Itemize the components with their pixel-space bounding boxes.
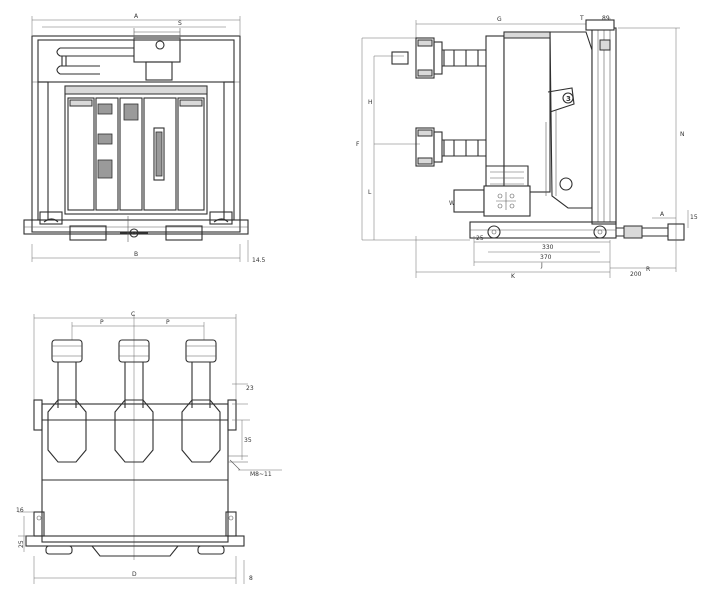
side-dim-200: 200 [630, 271, 642, 278]
bottom-dim-p-left: P [100, 319, 104, 326]
front-dim-s: S [178, 20, 182, 27]
side-dim-330: 330 [542, 244, 554, 251]
front-dim-14-5: 14.5 [252, 257, 266, 264]
bottom-dim-c: C [131, 311, 135, 318]
side-dim-89: 89 [602, 15, 610, 22]
bottom-dim-16: 16 [16, 507, 24, 514]
pole-left [47, 339, 87, 463]
bottom-dim-35: 35 [244, 437, 252, 444]
bottom-dim-25: 25 [18, 540, 25, 548]
side-dim-w: W [449, 200, 455, 207]
bottom-dim-p-right: P [166, 319, 170, 326]
side-dim-t: T [579, 15, 584, 22]
bottom-dim-d: D [132, 571, 137, 578]
front-view: A S [23, 13, 266, 264]
bottom-view: C P P [16, 311, 282, 584]
pole-right [181, 339, 221, 463]
side-dim-a-right: A [660, 211, 665, 218]
side-dim-25: 25 [476, 235, 484, 242]
bottom-dim-m8: M8~11 [250, 471, 272, 478]
side-dim-r: R [646, 266, 650, 273]
front-dim-b: B [134, 251, 138, 258]
side-dim-n: N [680, 131, 685, 138]
side-dim-l: L [368, 189, 372, 196]
side-view: G T 89 F H L N [356, 15, 698, 280]
svg-text:3: 3 [566, 95, 571, 103]
front-dim-a: A [134, 13, 139, 20]
pole-center [114, 339, 154, 463]
side-dim-k: K [511, 273, 516, 280]
side-dim-j: J [540, 262, 543, 269]
bottom-dim-8: 8 [249, 575, 253, 582]
side-dim-f: F [356, 141, 360, 148]
bottom-dim-23: 23 [246, 385, 254, 392]
side-dim-15: 15 [690, 214, 698, 221]
side-dim-370: 370 [540, 254, 552, 261]
side-dim-h: H [368, 99, 373, 106]
side-dim-g: G [497, 16, 502, 23]
